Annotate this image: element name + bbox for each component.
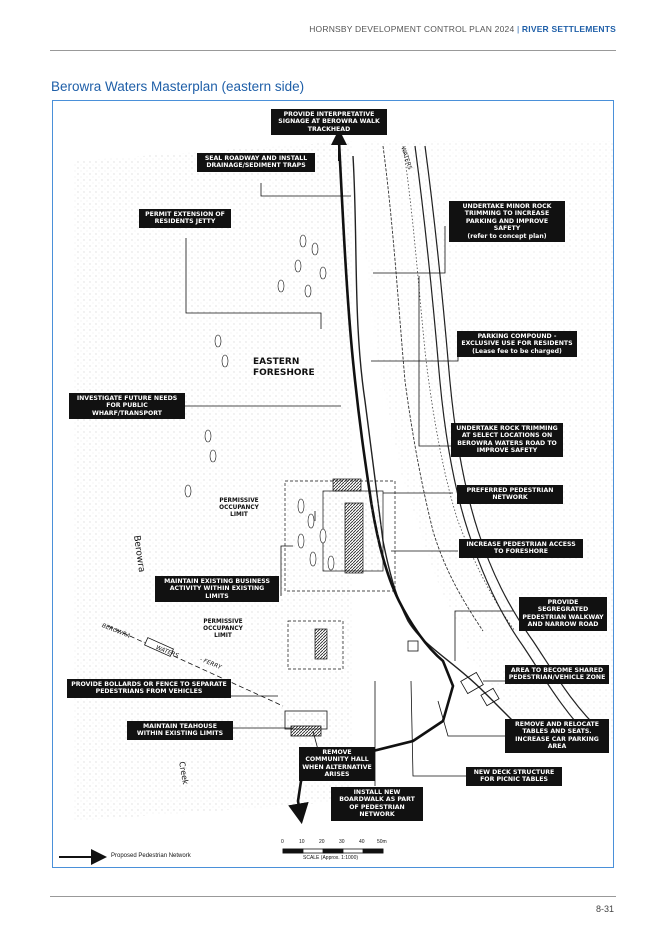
callout-signage: PROVIDE INTERPRETATIVE SIGNAGE AT BEROWR… — [271, 109, 387, 136]
callout-boardwalk: INSTALL NEW BOARDWALK AS PART OF PEDESTR… — [331, 787, 423, 821]
callout-business-activity: MAINTAIN EXISTING BUSINESS ACTIVITY WITH… — [155, 576, 279, 603]
running-header: HORNSBY DEVELOPMENT CONTROL PLAN 2024 | … — [309, 24, 616, 34]
callout-resident-jetty: PERMIT EXTENSION OF RESIDENTS JETTY — [139, 209, 231, 228]
permissive-occupancy-label-1: PERMISSIVE OCCUPANCY LIMIT — [219, 498, 259, 518]
callout-preferred-network: PREFERRED PEDESTRIAN NETWORK — [457, 485, 563, 504]
ferry-route — [107, 625, 284, 707]
callout-rock-trimming-parking-text: UNDERTAKE MINOR ROCK TRIMMING TO INCREAS… — [462, 203, 552, 233]
permissive-occupancy-label-2: PERMISSIVE OCCUPANCY LIMIT — [203, 619, 243, 639]
scale-tick: 30 — [339, 839, 345, 845]
berowra-waters-road — [414, 145, 594, 742]
scale-tick: 40 — [359, 839, 365, 845]
callout-parking-compound-text: PARKING COMPOUND - EXCLUSIVE USE FOR RES… — [461, 333, 573, 348]
berowra-waters-road-edge — [424, 145, 604, 734]
scale-tick: 10 — [299, 839, 305, 845]
callout-deck-structure: NEW DECK STRUCTURE FOR PICNIC TABLES — [466, 767, 562, 786]
callout-tables-seats: REMOVE AND RELOCATE TABLES AND SEATS. IN… — [505, 719, 609, 753]
scale-tick: 20 — [319, 839, 325, 845]
callout-segregated-walkway: PROVIDE SEGREGRATED PEDESTRIAN WALKWAY A… — [519, 597, 607, 631]
callout-rock-trimming-parking: UNDERTAKE MINOR ROCK TRIMMING TO INCREAS… — [449, 201, 565, 243]
page-number: 8-31 — [595, 904, 614, 914]
footer-rule — [50, 896, 616, 897]
scale-tick: 0 — [281, 839, 284, 845]
contour-2 — [402, 145, 516, 632]
shoreline — [352, 155, 544, 752]
section-name: RIVER SETTLEMENTS — [521, 24, 616, 34]
masterplan-figure: PROVIDE INTERPRETATIVE SIGNAGE AT BEROWR… — [52, 100, 614, 868]
ferry-vessel — [144, 637, 174, 657]
legend: Proposed Pedestrian Network — [111, 853, 191, 859]
legend-label: Proposed Pedestrian Network — [111, 853, 191, 859]
moored-boats — [184, 234, 335, 571]
callout-teahouse: MAINTAIN TEAHOUSE WITHIN EXISTING LIMITS — [127, 721, 233, 740]
buildings — [284, 640, 500, 737]
river-water — [73, 141, 353, 821]
callout-parking-compound-note: (Lease fee to be charged) — [472, 347, 562, 355]
callout-foreshore-access: INCREASE PEDESTRIAN ACCESS TO FORESHORE — [459, 539, 583, 558]
header-separator: | — [516, 24, 520, 34]
callout-rock-trimming-road: UNDERTAKE ROCK TRIMMING AT SELECT LOCATI… — [451, 423, 563, 457]
callout-shared-zone: AREA TO BECOME SHARED PEDESTRIAN/VEHICLE… — [505, 665, 609, 684]
contour-1 — [382, 145, 484, 632]
eastern-foreshore-label: EASTERN FORESHORE — [253, 357, 315, 378]
scale-bar — [282, 848, 384, 854]
marina-moorings — [284, 478, 396, 670]
callout-seal-roadway: SEAL ROADWAY AND INSTALL DRAINAGE/SEDIME… — [197, 153, 315, 172]
page-title: Berowra Waters Masterplan (eastern side) — [51, 79, 305, 94]
callout-parking-compound: PARKING COMPOUND - EXCLUSIVE USE FOR RES… — [457, 331, 577, 358]
header-rule — [50, 50, 616, 51]
document-title: HORNSBY DEVELOPMENT CONTROL PLAN 2024 — [309, 24, 515, 34]
callout-community-hall: REMOVE COMMUNITY HALL WHEN ALTERNATIVE A… — [299, 747, 375, 781]
scale-caption: SCALE (Approx. 1:1000) — [303, 855, 359, 861]
callout-rock-trimming-parking-note: (refer to concept plan) — [467, 232, 547, 240]
scale-tick: 50m — [377, 839, 387, 845]
callout-investigate-wharf: INVESTIGATE FUTURE NEEDS FOR PUBLIC WHAR… — [69, 393, 185, 420]
callout-bollards: PROVIDE BOLLARDS OR FENCE TO SEPARATE PE… — [67, 679, 231, 698]
